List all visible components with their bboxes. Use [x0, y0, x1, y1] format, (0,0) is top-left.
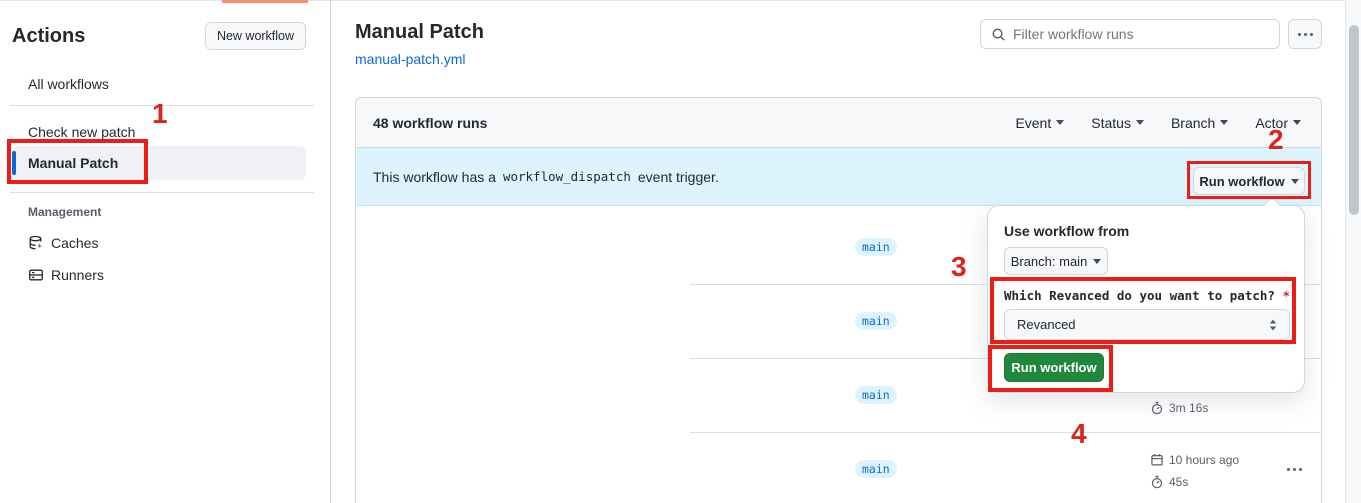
sidebar-item-label: Runners [51, 267, 104, 283]
runs-filters: Event Status Branch Actor [1015, 115, 1301, 131]
annotation-number-3: 3 [951, 251, 967, 282]
branch-badge[interactable]: main [855, 238, 897, 256]
branch-badge[interactable]: main [855, 386, 897, 404]
kebab-horizontal-icon [1297, 32, 1313, 36]
scrollbar-track[interactable] [1345, 0, 1361, 503]
chevron-down-icon [1220, 120, 1229, 125]
workflow-runs-panel: 48 workflow runs Event Status Branch Act… [355, 97, 1322, 503]
sidebar-item-manual-patch[interactable]: Manual Patch [12, 146, 306, 180]
run-duration-text: 45s [1169, 475, 1189, 489]
annotation-number-4: 4 [1071, 418, 1087, 449]
stopwatch-icon [1150, 401, 1164, 415]
filter-label: Event [1015, 114, 1052, 131]
chevron-down-icon [1135, 120, 1144, 125]
filter-status[interactable]: Status [1091, 115, 1144, 131]
page-title: Manual Patch [355, 21, 484, 43]
sidebar-divider [10, 192, 314, 193]
run-workflow-submit-button[interactable]: Run workflow [1004, 353, 1104, 382]
scrollbar-thumb[interactable] [1349, 25, 1359, 215]
new-workflow-button[interactable]: New workflow [205, 22, 306, 50]
selected-indicator [12, 151, 16, 175]
chevron-down-icon [1056, 120, 1065, 125]
calendar-icon [1150, 453, 1164, 467]
run-duration-text: 3m 16s [1169, 401, 1209, 415]
chevron-down-icon [1293, 120, 1301, 125]
filter-branch[interactable]: Branch [1170, 114, 1229, 131]
branch-select-label: Branch: main [1010, 253, 1088, 269]
banner-text-after: event trigger. [637, 168, 719, 185]
run-duration: 45s [1150, 475, 1188, 489]
search-input[interactable] [1013, 20, 1271, 48]
input-label-text: Which Revanced do you want to patch? [1004, 288, 1275, 303]
revanced-select-value: Revanced [1017, 317, 1076, 332]
filter-event[interactable]: Event [1015, 114, 1065, 131]
sidebar-item-label: Manual Patch [28, 155, 119, 171]
branch-badge[interactable]: main [855, 460, 897, 478]
top-orange-bar [222, 0, 308, 3]
sidebar-item-check-new-patch[interactable]: Check new patch [28, 124, 136, 140]
actions-sidebar: Actions New workflow All workflows Check… [0, 0, 330, 503]
triangle-up-down-icon [1267, 318, 1279, 332]
chevron-down-icon [1290, 178, 1299, 184]
management-section-label: Management [28, 205, 102, 219]
sidebar-item-caches[interactable]: Caches [28, 235, 98, 251]
banner-code: workflow_dispatch [502, 169, 631, 184]
workflow-file-link[interactable]: manual-patch.yml [355, 51, 466, 67]
sidebar-item-label: Caches [51, 235, 99, 251]
cache-database-icon [28, 235, 44, 251]
banner-text-before: This workflow has a [373, 168, 496, 185]
sidebar-title: Actions [12, 25, 86, 47]
filter-label: Branch [1170, 114, 1216, 131]
top-border [0, 0, 1361, 1]
filter-workflow-runs-field[interactable] [980, 19, 1280, 49]
filter-label: Actor [1255, 114, 1288, 131]
workflow-dispatch-banner: This workflow has a workflow_dispatch ev… [356, 148, 1321, 206]
chevron-down-icon [1093, 258, 1102, 264]
runners-rack-icon [28, 267, 44, 283]
input-label: Which Revanced do you want to patch? * [1004, 288, 1290, 303]
branch-badge[interactable]: main [855, 312, 897, 330]
run-duration: 3m 16s [1150, 401, 1208, 415]
runs-count: 48 workflow runs [373, 114, 488, 131]
sidebar-separator [330, 0, 331, 503]
run-time-text: 10 hours ago [1169, 453, 1240, 467]
run-workflow-dropdown-button[interactable]: Run workflow [1193, 167, 1305, 195]
run-workflow-label: Run workflow [1199, 173, 1285, 189]
required-marker: * [1282, 288, 1290, 303]
run-workflow-dialog: Use workflow from Branch: main Which Rev… [987, 205, 1305, 393]
workflow-more-options-button[interactable] [1288, 19, 1322, 49]
search-icon [991, 27, 1006, 42]
revanced-select[interactable]: Revanced [1004, 309, 1290, 340]
sidebar-item-runners[interactable]: Runners [28, 267, 104, 283]
runs-list-header: 48 workflow runs Event Status Branch Act… [356, 98, 1321, 148]
sidebar-divider [10, 105, 314, 106]
annotation-number-1: 1 [152, 98, 168, 129]
filter-actor[interactable]: Actor [1255, 115, 1301, 131]
branch-select-button[interactable]: Branch: main [1004, 247, 1108, 275]
use-workflow-from-label: Use workflow from [1004, 223, 1130, 239]
row-divider [690, 432, 1322, 433]
stopwatch-icon [1150, 475, 1164, 489]
sidebar-item-all-workflows[interactable]: All workflows [28, 76, 109, 92]
run-row-menu-button[interactable] [1276, 458, 1312, 480]
kebab-horizontal-icon [1276, 467, 1312, 471]
filter-label: Status [1091, 114, 1131, 131]
annotation-number-2: 2 [1268, 124, 1284, 155]
run-time: 10 hours ago [1150, 453, 1239, 467]
